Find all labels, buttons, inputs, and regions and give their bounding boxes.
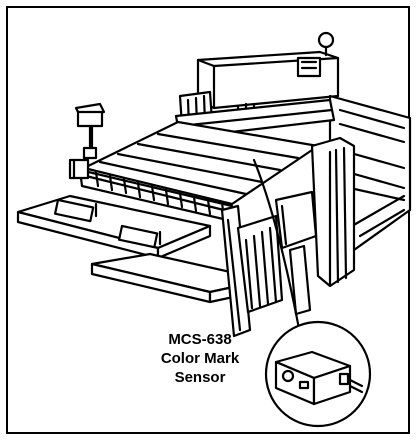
top-carriage bbox=[196, 31, 340, 132]
machine-base bbox=[90, 204, 312, 338]
caption-kind: Sensor bbox=[174, 369, 226, 386]
sensor-caption: MCS-638 Color Mark Sensor bbox=[140, 330, 260, 387]
sensor-cable bbox=[252, 158, 302, 336]
color-mark-sensor-illustration bbox=[274, 350, 364, 406]
sensor-inset bbox=[264, 320, 372, 428]
right-housing bbox=[274, 136, 356, 288]
feed-platform bbox=[16, 194, 212, 260]
caption-type: Color Mark bbox=[160, 350, 240, 367]
conveyor-bed bbox=[68, 120, 320, 224]
control-box bbox=[74, 102, 106, 160]
figure-frame bbox=[6, 6, 410, 434]
caption-model: MCS-638 bbox=[168, 331, 232, 348]
